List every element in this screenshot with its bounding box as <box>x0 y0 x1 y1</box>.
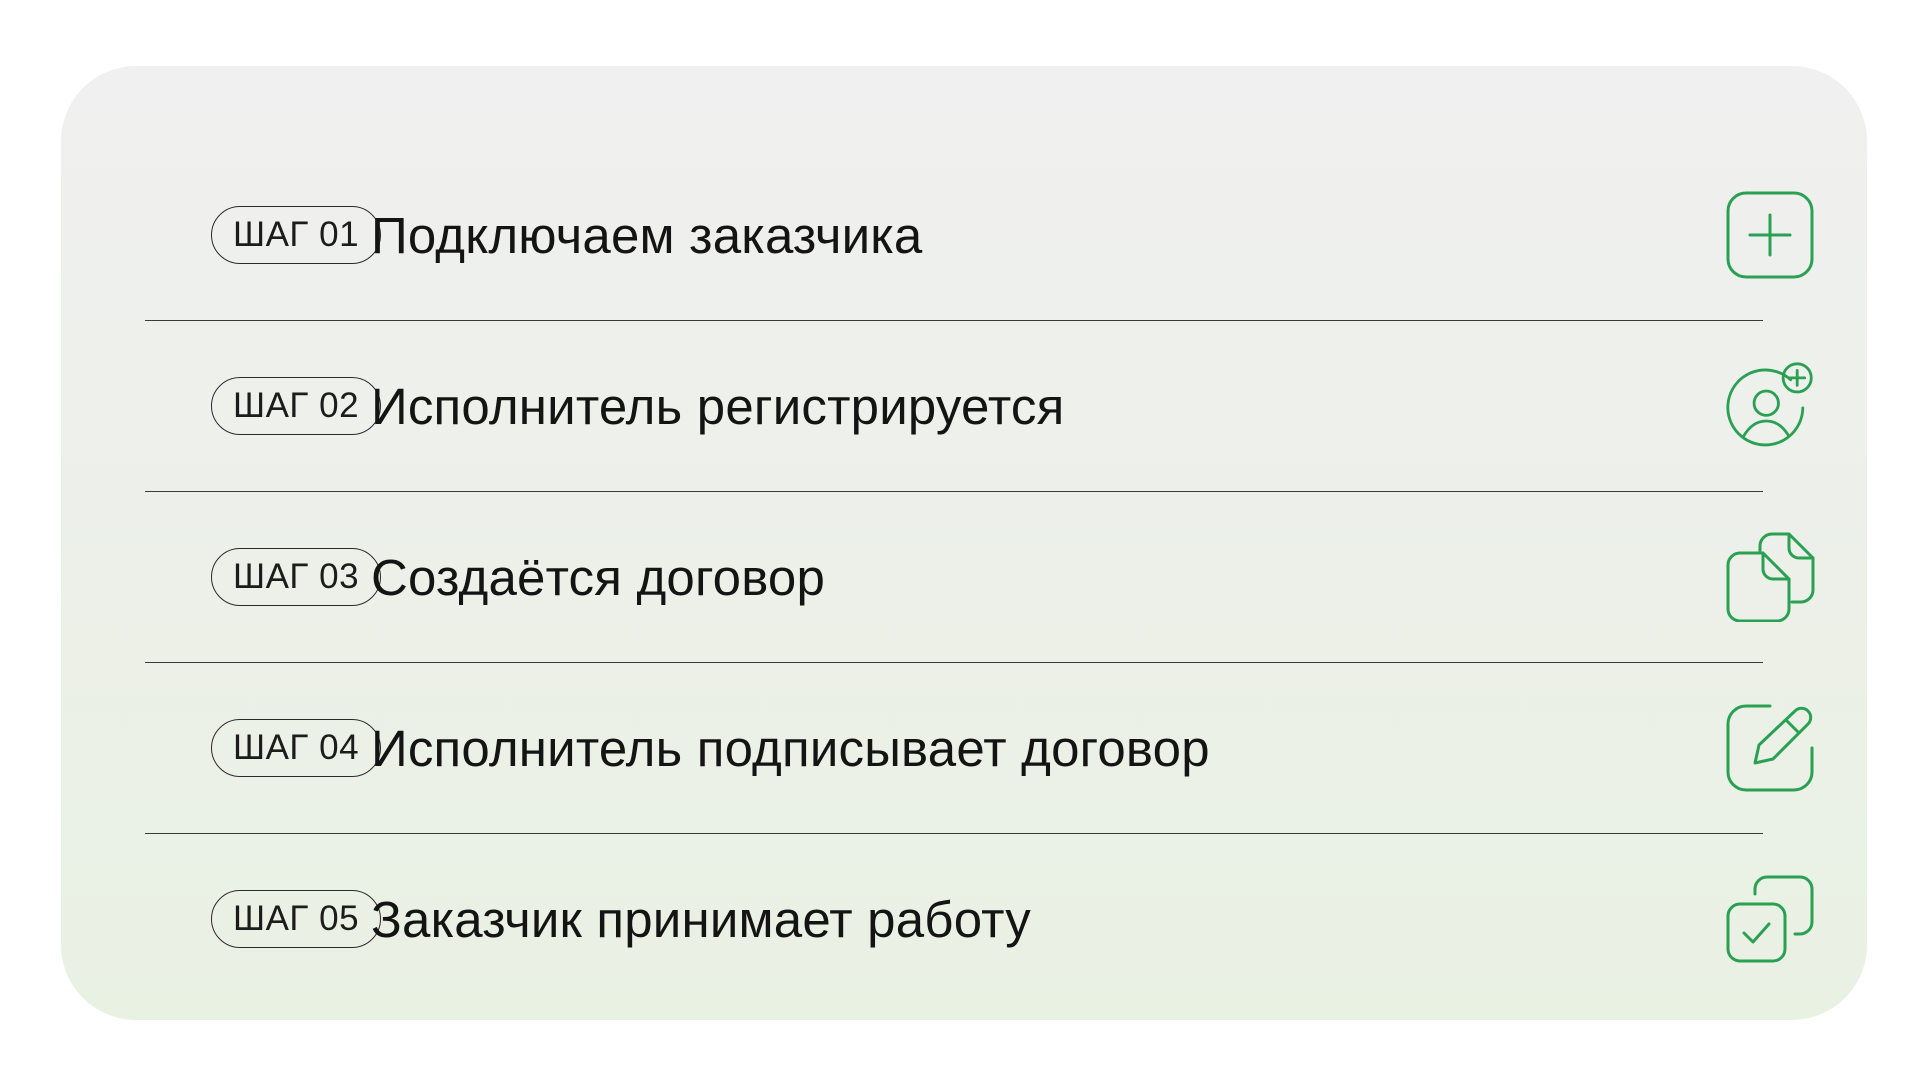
step-badge: ШАГ 02 <box>211 377 382 435</box>
step-2: ШАГ 02 Исполнитель регистрируется <box>145 321 1813 492</box>
step-4: ШАГ 04 Исполнитель подписывает договор <box>145 663 1814 834</box>
steps-list: ШАГ 01 Подключаем заказчика ШАГ 02 Испол… <box>145 150 1815 1004</box>
step-badge: ШАГ 05 <box>211 890 382 948</box>
plus-square-icon <box>1725 190 1815 280</box>
step-title: Заказчик принимает работу <box>371 890 1031 948</box>
step-5: ШАГ 05 Заказчик принимает работу <box>145 834 1814 1004</box>
user-add-icon <box>1725 361 1815 451</box>
edit-icon <box>1725 703 1815 793</box>
step-badge: ШАГ 03 <box>211 548 382 606</box>
step-title: Создаётся договор <box>371 548 826 606</box>
documents-icon <box>1725 532 1815 622</box>
step-title: Исполнитель регистрируется <box>371 377 1065 435</box>
step-title: Исполнитель подписывает договор <box>371 719 1210 777</box>
step-badge: ШАГ 04 <box>211 719 382 777</box>
step-badge: ШАГ 01 <box>211 206 382 264</box>
check-copy-icon <box>1725 874 1815 964</box>
steps-card: ШАГ 01 Подключаем заказчика ШАГ 02 Испол… <box>61 66 1867 1020</box>
step-1: ШАГ 01 Подключаем заказчика <box>145 150 1814 321</box>
step-title: Подключаем заказчика <box>371 206 923 264</box>
step-3: ШАГ 03 Создаётся договор <box>145 492 1815 663</box>
